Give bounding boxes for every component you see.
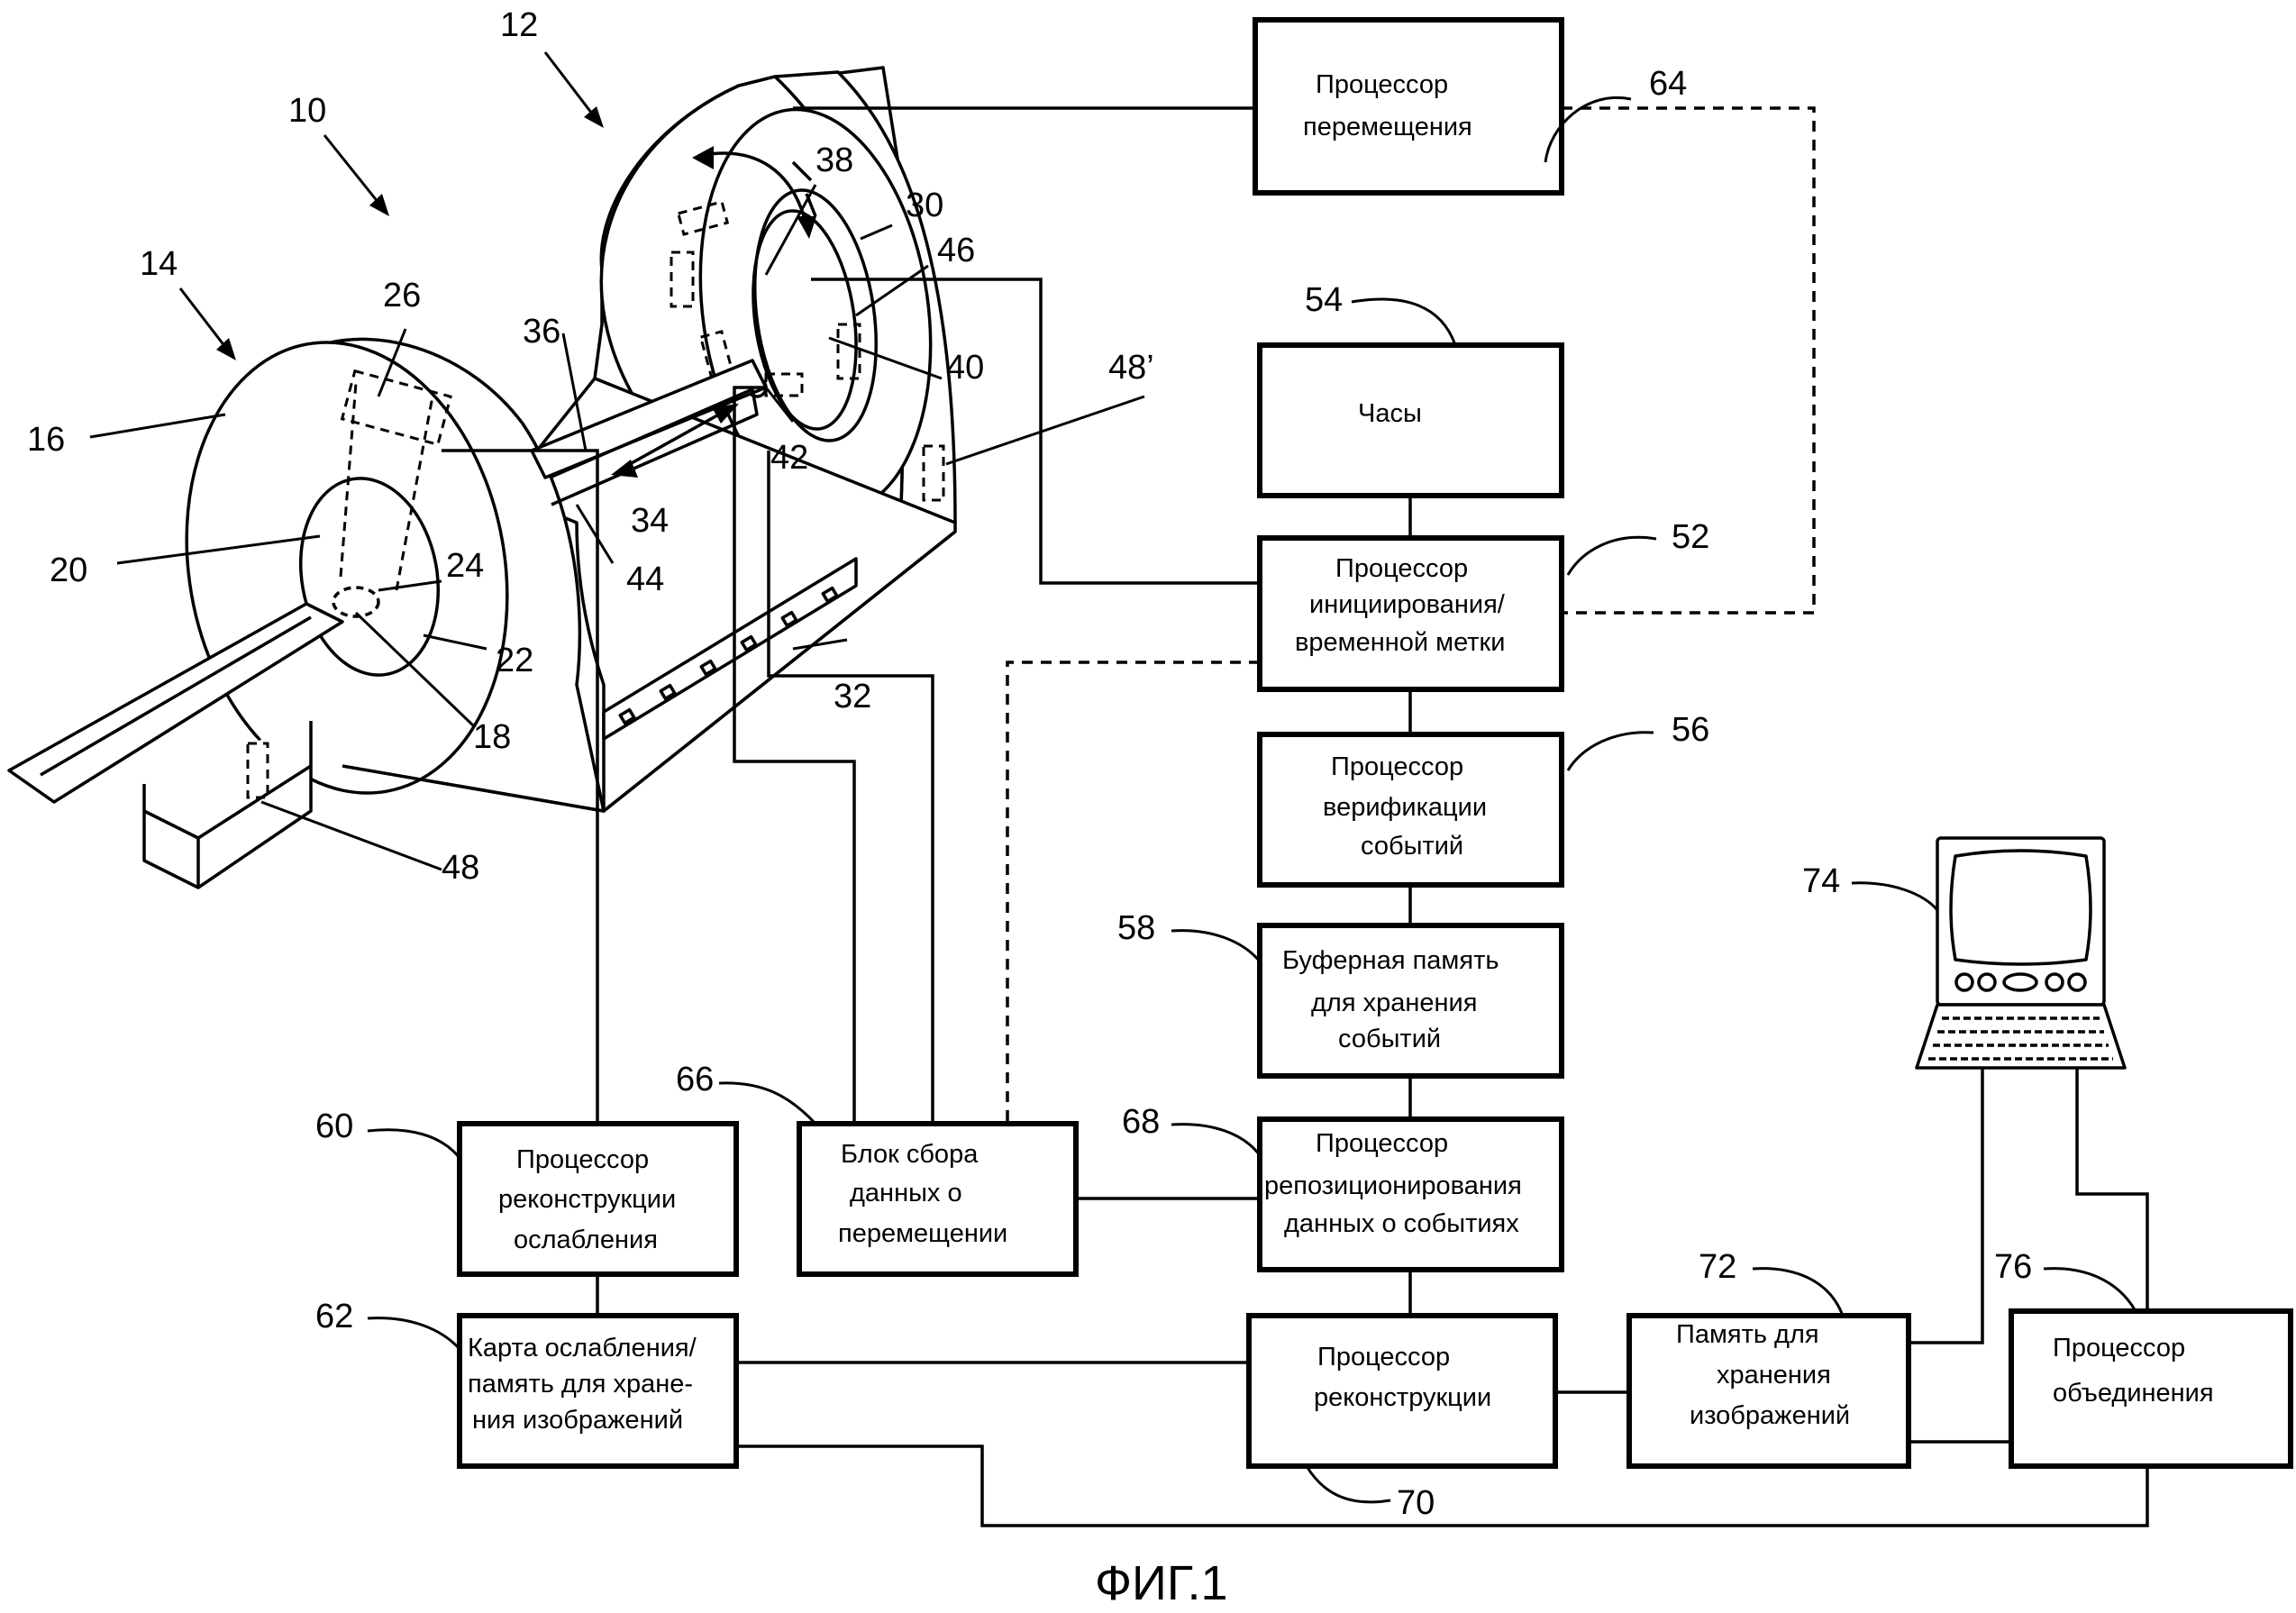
ref-12: 12	[500, 6, 538, 44]
event-verification-label-2: верификации	[1323, 793, 1487, 822]
fusion-processor-label-1: Процессор	[2053, 1334, 2185, 1362]
leader-lines	[89, 51, 2137, 1504]
trigger-processor-label-2: инициирования/	[1309, 590, 1506, 619]
reference-numerals: 12 10 14 16 26 20 24 22 18 48 36 34 44 3…	[27, 6, 2032, 1522]
ref-36: 36	[523, 313, 560, 351]
ref-32: 32	[834, 678, 871, 715]
recon-processor-label-1: Процессор	[1317, 1343, 1450, 1372]
ref-52: 52	[1672, 518, 1709, 556]
motion-arrows	[611, 146, 816, 478]
ref-58: 58	[1117, 909, 1155, 947]
workstation-icon	[1915, 836, 2127, 1070]
block-fusion-processor: Процессор объединения	[2009, 1308, 2293, 1469]
ref-34: 34	[631, 502, 669, 540]
block-trigger-processor: Процессор инициирования/ временной метки	[1257, 535, 1564, 692]
ref-70: 70	[1397, 1484, 1435, 1522]
image-memory-label-2: хранения	[1717, 1361, 1831, 1390]
ref-48-prime: 48’	[1108, 349, 1154, 387]
detector-strip	[602, 557, 858, 741]
ref-22: 22	[496, 642, 533, 679]
ref-16: 16	[27, 421, 65, 459]
attenuation-map-label-2: память для хране-	[468, 1370, 693, 1399]
attenuation-recon-label-1: Процессор	[516, 1145, 649, 1174]
block-event-verification: Процессор верификации событий	[1257, 732, 1564, 888]
ref-62: 62	[315, 1298, 353, 1335]
ref-20: 20	[50, 551, 87, 589]
ref-54: 54	[1305, 281, 1343, 319]
ct-gantry	[185, 337, 957, 813]
attenuation-map-label-1: Карта ослабления/	[468, 1334, 697, 1362]
ref-38: 38	[815, 141, 853, 179]
trigger-processor-label-3: временной метки	[1295, 628, 1505, 657]
motion-processor-label-1: Процессор	[1316, 70, 1448, 99]
ref-64: 64	[1649, 65, 1687, 103]
motion-processor-label-2: перемещения	[1303, 113, 1472, 141]
ref-44: 44	[626, 560, 664, 598]
block-repositioning-processor: Процессор репозиционирования данных о со…	[1257, 1116, 1564, 1272]
ref-42: 42	[770, 439, 808, 477]
ref-66: 66	[676, 1061, 714, 1098]
block-motion-data-unit: Блок сбора данных о перемещении	[797, 1121, 1079, 1277]
event-buffer-label-3: событий	[1338, 1025, 1441, 1053]
repositioning-label-1: Процессор	[1316, 1129, 1448, 1158]
motion-data-unit-label-2: данных о	[850, 1179, 962, 1207]
repositioning-label-3: данных о событиях	[1284, 1209, 1519, 1238]
event-buffer-label-1: Буферная память	[1282, 946, 1499, 975]
clock-label: Часы	[1358, 399, 1422, 428]
ref-18: 18	[473, 718, 511, 756]
ref-68: 68	[1122, 1103, 1160, 1141]
block-attenuation-recon: Процессор реконструкции ослабления	[457, 1121, 739, 1277]
ref-30: 30	[906, 187, 943, 224]
block-event-buffer: Буферная память для хранения событий	[1257, 923, 1564, 1079]
event-verification-label-3: событий	[1361, 832, 1463, 861]
ref-56: 56	[1672, 711, 1709, 749]
attenuation-recon-label-2: реконструкции	[498, 1185, 676, 1214]
block-attenuation-map: Карта ослабления/ память для хране- ния …	[457, 1313, 739, 1469]
connections	[442, 106, 2149, 1527]
repositioning-label-2: репозиционирования	[1264, 1171, 1522, 1200]
figure-caption: ФИГ.1	[1095, 1556, 1228, 1610]
block-image-memory: Память для хранения изображений	[1626, 1313, 1911, 1469]
trigger-processor-label-1: Процессор	[1335, 554, 1468, 583]
ref-10: 10	[288, 92, 326, 130]
ref-46: 46	[937, 232, 975, 269]
ref-26: 26	[383, 277, 421, 314]
ref-60: 60	[315, 1107, 353, 1145]
motion-data-unit-label-1: Блок сбора	[841, 1140, 979, 1169]
ref-76: 76	[1994, 1248, 2032, 1286]
image-memory-label-1: Память для	[1676, 1320, 1819, 1349]
image-memory-label-3: изображений	[1690, 1401, 1850, 1430]
ref-24: 24	[446, 547, 484, 585]
ref-48: 48	[442, 849, 479, 887]
event-buffer-label-2: для хранения	[1311, 989, 1477, 1017]
event-verification-label-1: Процессор	[1331, 752, 1463, 781]
block-motion-processor: Процессор перемещения	[1253, 17, 1564, 196]
ref-74: 74	[1802, 862, 1840, 900]
block-clock: Часы	[1257, 342, 1564, 498]
ref-40: 40	[946, 349, 984, 387]
patient-couch	[7, 359, 768, 889]
attenuation-map-label-3: ния изображений	[472, 1406, 683, 1435]
block-recon-processor: Процессор реконструкции	[1246, 1313, 1558, 1469]
recon-processor-label-2: реконструкции	[1314, 1383, 1491, 1412]
ref-14: 14	[140, 245, 178, 283]
ref-72: 72	[1699, 1248, 1736, 1286]
motion-data-unit-label-3: перемещении	[838, 1219, 1007, 1248]
attenuation-recon-label-3: ослабления	[514, 1226, 658, 1254]
fusion-processor-label-2: объединения	[2053, 1379, 2214, 1408]
scanner-assembly	[7, 66, 957, 889]
